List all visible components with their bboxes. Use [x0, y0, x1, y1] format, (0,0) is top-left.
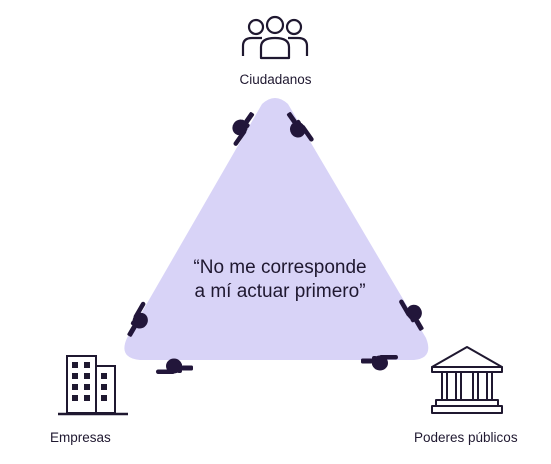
people-group-icon [241, 15, 309, 60]
node-label-empresas: Empresas [50, 430, 111, 445]
node-label-poderes-publicos: Poderes públicos [414, 430, 518, 445]
pointing-hand-icon [156, 358, 193, 374]
node-label-ciudadanos: Ciudadanos [239, 72, 312, 87]
office-buildings-icon [58, 355, 128, 416]
government-building-icon [431, 346, 503, 414]
triangle-shape [124, 98, 429, 360]
quote-line-1: “No me corresponde [193, 257, 367, 278]
quote-line-2: a mí actuar primero” [194, 281, 366, 302]
center-quote: “No me corresponde a mí actuar primero” [150, 256, 410, 304]
